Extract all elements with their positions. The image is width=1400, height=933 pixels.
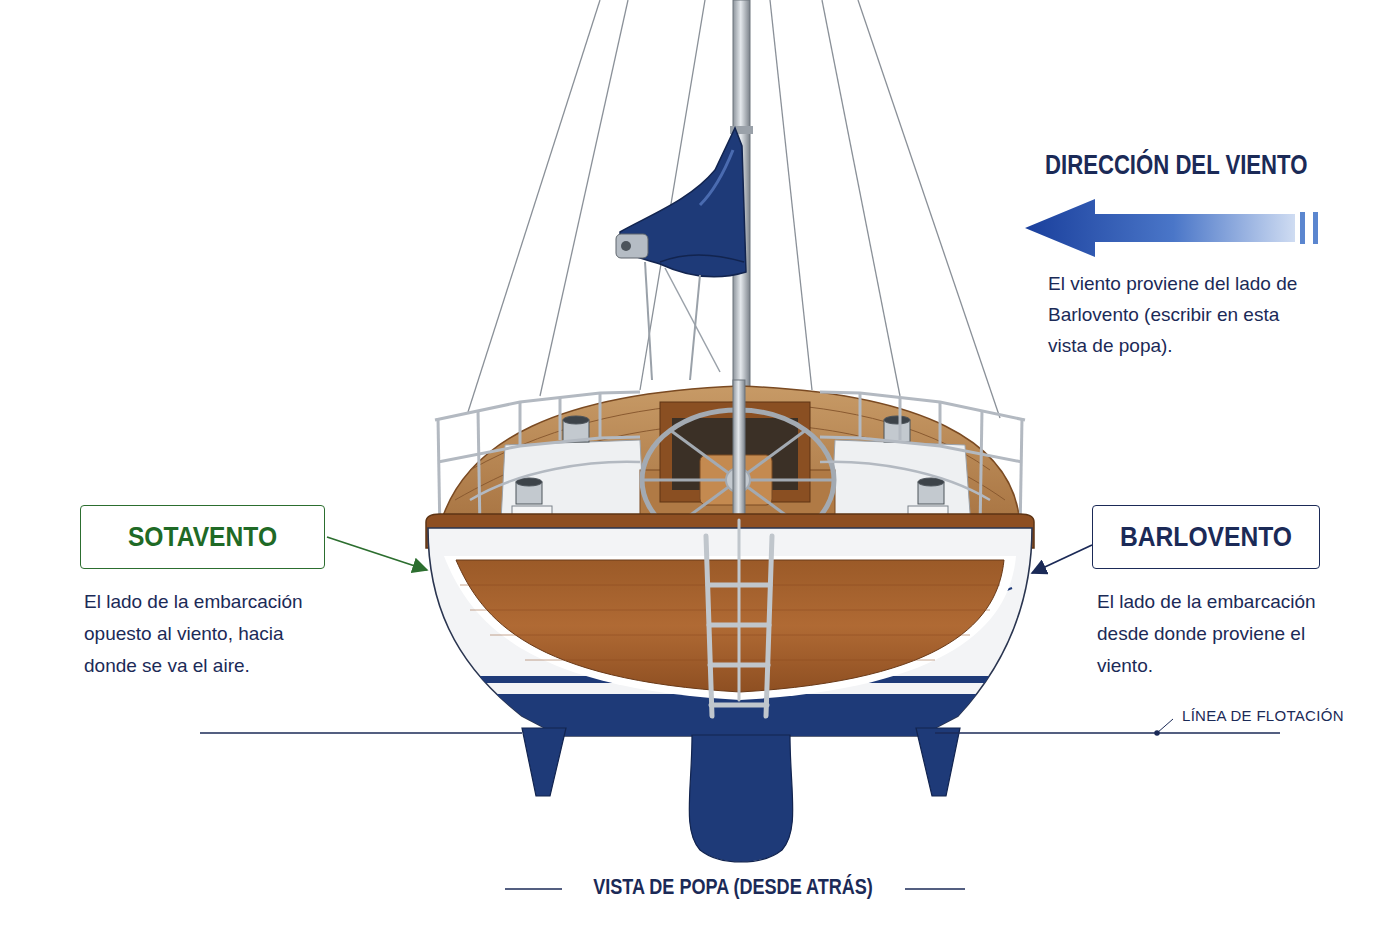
caption-rules (505, 888, 562, 889)
boarding-ladder (711, 703, 767, 708)
railings (939, 402, 942, 445)
winches (563, 416, 589, 424)
transom (470, 610, 990, 611)
boarding-ladder (738, 520, 741, 700)
hull (400, 528, 1060, 754)
waterline (935, 732, 1280, 734)
keel-and-rudders (916, 728, 960, 796)
boom-sail-cover (660, 255, 744, 262)
waterline (1155, 731, 1159, 735)
box-heading: SOTAVENTO (96, 506, 310, 568)
waterline (1157, 719, 1173, 733)
boom-sail-cover (645, 262, 652, 380)
railings (820, 462, 990, 500)
keel-and-rudders (689, 735, 793, 862)
transom (444, 556, 1016, 700)
waterline (200, 719, 1280, 735)
wind-arrow (1313, 212, 1318, 244)
boom-sail-cover (665, 268, 720, 372)
waterline-label: LÍNEA DE FLOTACIÓN (1182, 707, 1344, 724)
boom-sail-cover (700, 150, 733, 205)
railings (599, 393, 602, 438)
transom (490, 635, 970, 636)
wind-heading: DIRECCIÓN DEL VIENTO (1045, 150, 1307, 181)
wind-arrow (1025, 199, 1318, 257)
railings (470, 462, 640, 500)
rigging-lines (822, 0, 900, 396)
railings (820, 437, 1022, 462)
transom (460, 585, 1000, 586)
label-box: BARLOVENTOEl lado de la embarcación desd… (1092, 505, 1320, 569)
boom-sail-cover (616, 234, 648, 258)
leader-arrows (1032, 545, 1092, 573)
keel-and-rudders (522, 728, 566, 796)
railings (519, 402, 522, 445)
box-heading: BARLOVENTO (1107, 506, 1306, 568)
boarding-ladder (706, 520, 772, 716)
railings (478, 410, 480, 530)
keel-and-rudders (522, 728, 960, 862)
box-description: El lado de la embarcación desde donde pr… (1097, 586, 1329, 682)
wind-arrow (1025, 199, 1295, 257)
boom-sail-cover (690, 275, 700, 380)
rigging-lines (540, 0, 628, 396)
railings (980, 410, 982, 530)
rigging-lines (858, 0, 1000, 418)
transom (444, 556, 1016, 700)
transom (525, 660, 935, 661)
waterline (200, 732, 522, 734)
railings (899, 397, 902, 440)
railings (820, 392, 1025, 420)
railings (435, 392, 640, 420)
transom (460, 585, 1000, 660)
railings (559, 397, 562, 440)
label-box: SOTAVENTOEl lado de la embarcación opues… (80, 505, 325, 569)
railings (438, 437, 640, 462)
leader-arrows (327, 537, 427, 570)
boom-sail-cover (621, 241, 631, 251)
rigging-lines (468, 0, 600, 412)
winches (884, 416, 910, 424)
railings (859, 393, 862, 438)
box-description: El lado de la embarcación opuesto al vie… (84, 586, 324, 682)
leader-arrows (327, 537, 1092, 573)
transom (456, 560, 1004, 692)
rigging-lines (468, 0, 1000, 418)
caption-rules (905, 888, 965, 889)
boom-sail-cover (616, 128, 746, 380)
wind-note: El viento proviene del lado de Barlovent… (1048, 268, 1320, 361)
wind-arrow (1300, 212, 1305, 244)
rigging-lines (770, 0, 812, 390)
winches (516, 416, 944, 504)
view-caption: VISTA DE POPA (DESDE ATRÁS) (591, 874, 875, 900)
